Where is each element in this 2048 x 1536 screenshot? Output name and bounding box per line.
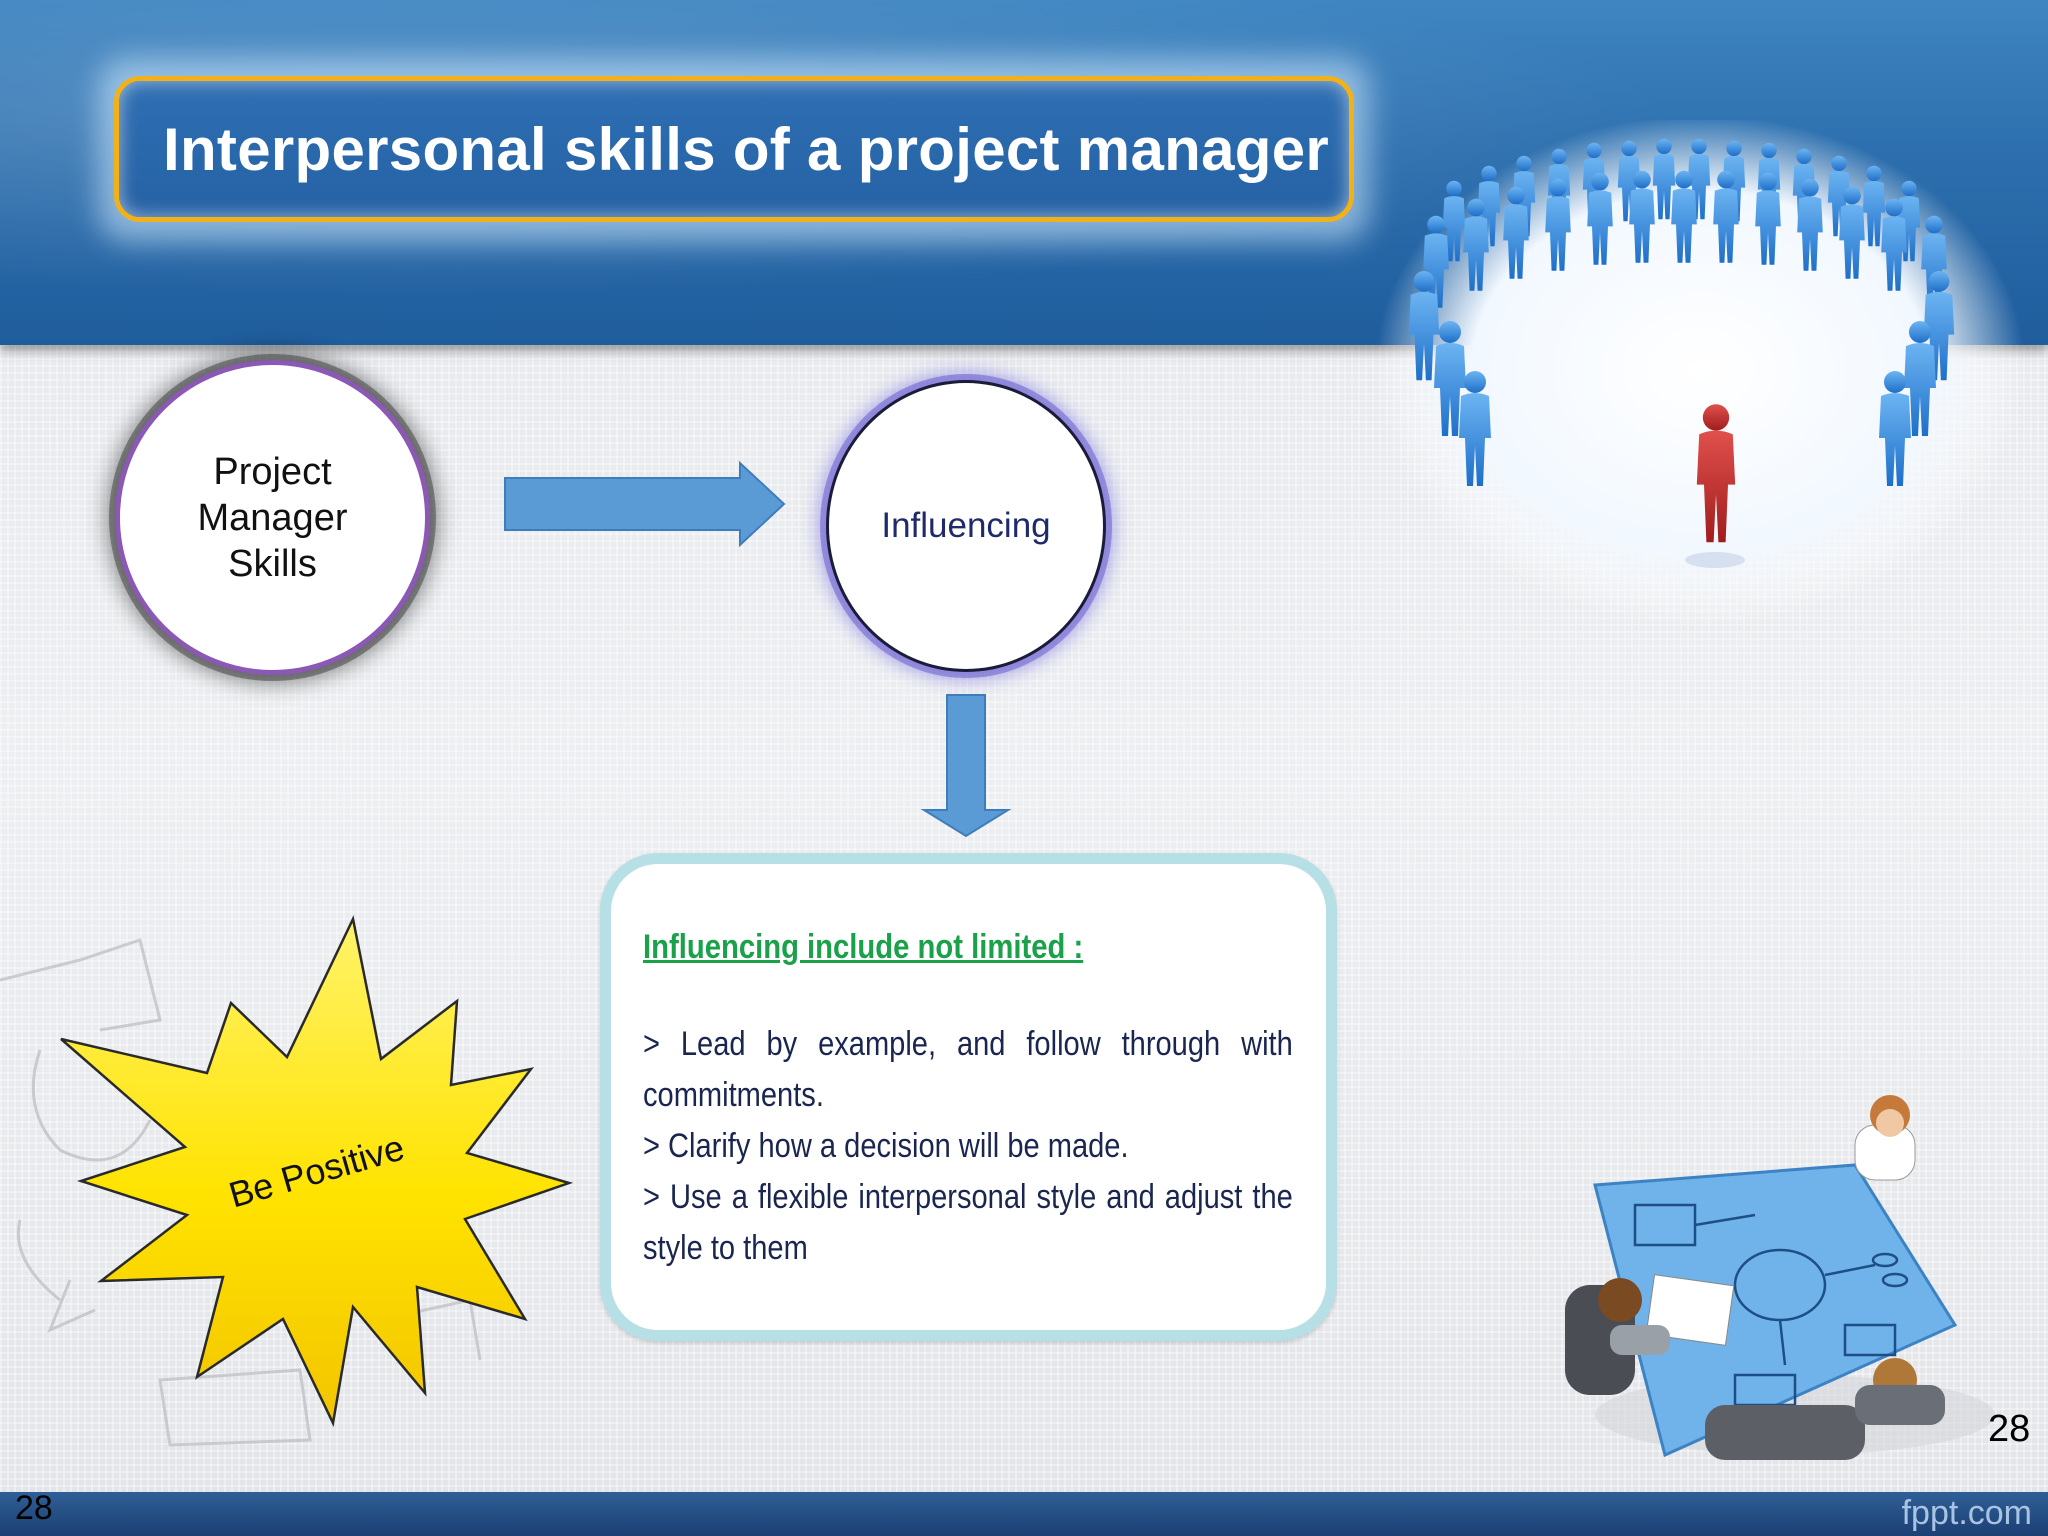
team-person-top: [1854, 1095, 1916, 1181]
page-number-footer: 28: [15, 1489, 53, 1527]
team-planning-illustration: [1565, 1095, 1995, 1460]
project-manager-skills-node: Project Manager Skills: [115, 360, 430, 675]
list-item: > Clarify how a decision will be made.: [643, 1127, 1129, 1165]
slide-title: Interpersonal skills of a project manage…: [163, 115, 1330, 183]
list-item: > Use a flexible interpersonal style and…: [643, 1178, 1293, 1267]
project-manager-skills-label: Project Manager Skills: [197, 450, 348, 585]
influencing-node: Influencing: [826, 380, 1106, 672]
influencing-label: Influencing: [881, 506, 1051, 545]
footer-bar: fppt.com: [0, 1492, 2048, 1536]
arrow-down-icon: [920, 694, 1012, 838]
be-positive-starburst: Be Positive: [60, 915, 574, 1428]
footer-brand: fppt.com: [1901, 1494, 2032, 1532]
crowd-halo: [1375, 120, 2025, 625]
team-person-left: [1565, 1278, 1670, 1395]
title-box: Interpersonal skills of a project manage…: [114, 76, 1354, 222]
info-heading: Influencing include not limited :: [643, 928, 1084, 966]
list-item: > Lead by example, and follow through wi…: [643, 1025, 1293, 1114]
team-person-bottom: [1705, 1358, 1945, 1460]
page-number: 28: [1988, 1408, 2031, 1450]
arrow-right-icon: [504, 460, 786, 548]
crowd-illustration: [1375, 120, 2025, 625]
influencing-info-box: [600, 853, 1337, 1341]
info-list: > Lead by example, and follow through wi…: [643, 1019, 1293, 1274]
